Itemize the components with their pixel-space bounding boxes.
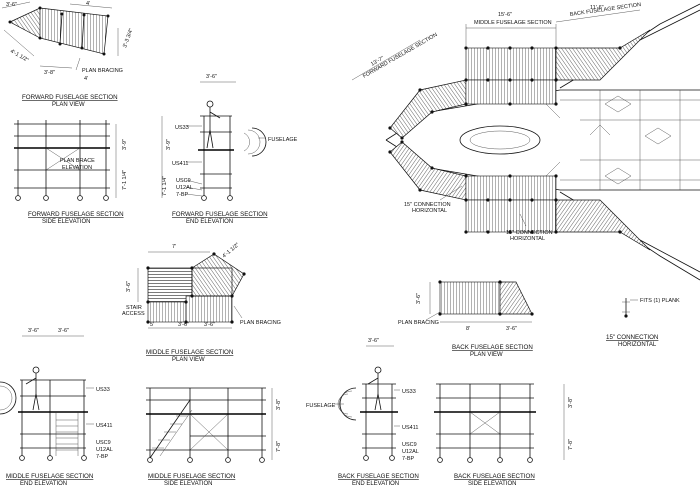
label-usc9-mid: USC9 [96, 440, 111, 446]
label-forward-fuselage-section: FORWARD FUSELAGE SECTION [362, 32, 439, 80]
title-conn: 15" CONNECTION [606, 334, 658, 341]
label-stair-access: ACCESS [122, 311, 145, 317]
subtitle-mid-plan: PLAN VIEW [172, 357, 205, 363]
label-u12al-back: U12AL [402, 449, 419, 455]
dim-back-end-w: 3'-6" [368, 338, 379, 344]
dim-fwd-plan-bottom: 3'-8" [44, 70, 55, 76]
dim-mid-plan-3b: 3'-6" [204, 322, 215, 328]
label-us411-fwd: US411 [172, 161, 188, 167]
subtitle-fwd-plan: PLAN VIEW [52, 102, 85, 108]
label-middle-fuselage-section: MIDDLE FUSELAGE SECTION [474, 20, 552, 26]
title-mid-side: MIDDLE FUSELAGE SECTION [148, 473, 235, 480]
dim-fwd-side-h2: 7'-1 1/4" [122, 170, 128, 190]
middle-side-elevation: 3'-8" 7'-8" MIDDLE FUSELAGE SECTION SIDE… [146, 387, 282, 487]
dim-fwd-plan-top-right: 4' [86, 1, 90, 7]
label-us411-mid: US411 [96, 423, 112, 429]
label-plan-brace: PLAN BRACE [60, 158, 95, 164]
dim-mid-plan-5: 5' [150, 322, 154, 328]
title-back-end: BACK FUSELAGE SECTION [338, 473, 419, 480]
dim-fwd-end-h1: 3'-9" [166, 139, 172, 150]
label-conn-horizontal-b: HORIZONTAL [510, 236, 545, 242]
middle-end-elevation: 3'-6" 3'-6" US33 US411 USC9 U12AL 7-BP M… [0, 328, 113, 487]
dim-fwd-plan-4: 4' [84, 76, 88, 82]
dim-fwd-plan-diag: 4'-1 1/2" [9, 49, 29, 64]
label-plan-bracing-mid: PLAN BRACING [240, 320, 281, 326]
aircraft-plan-view: 15'-6" MIDDLE FUSELAGE SECTION 11'-6" BA… [351, 2, 700, 281]
label-us33-back: US33 [402, 389, 416, 395]
label-stair: STAIR [126, 305, 142, 311]
label-u12al-fwd: U12AL [176, 185, 193, 191]
label-usc9-fwd: USC9 [176, 178, 191, 184]
dim-back-plan-8: 8' [466, 326, 470, 332]
dim-back-side-h2: 7'-8" [568, 439, 574, 450]
subtitle-back-side: SIDE ELEVATION [468, 481, 516, 487]
title-fwd-side: FORWARD FUSELAGE SECTION [28, 211, 124, 218]
label-us33-mid: US33 [96, 387, 110, 393]
title-back-side: BACK FUSELAGE SECTION [454, 473, 535, 480]
label-conn-horizontal-a: HORIZONTAL [412, 208, 447, 214]
dim-fwd-plan-right: 3'-3 3/4" [122, 28, 135, 49]
connection-detail: FITS (1) PLANK 15" CONNECTION HORIZONTAL [606, 298, 680, 348]
dim-back-plan-3: 3'-6" [506, 326, 517, 332]
label-7bp-fwd: 7-BP [176, 192, 189, 198]
subtitle-back-end: END ELEVATION [352, 481, 399, 487]
forward-side-elevation: PLAN BRACE ELEVATION 3'-9" 7'-1 1/4" FOR… [14, 120, 128, 225]
back-side-elevation: 3'-8" 7'-8" BACK FUSELAGE SECTION SIDE E… [434, 383, 574, 487]
label-plan-brace-elevation: ELEVATION [62, 165, 92, 171]
subtitle-fwd-end: END ELEVATION [186, 219, 233, 225]
dim-mid-side-h1: 3'-8" [276, 399, 282, 410]
back-plan-view: 3'-6" 8' 3'-6" PLAN BRACING BACK FUSELAG… [398, 280, 534, 358]
dim-back-side-h1: 3'-8" [568, 397, 574, 408]
dim-mid-plan-diag: 4'-1 1/2" [221, 242, 240, 260]
middle-plan-view: 7' 4'-1 1/2" 3'-6" STAIR ACCESS 5' 3'-6"… [122, 242, 281, 363]
forward-end-elevation: 3'-6" FUSELAGE US33 US411 USC9 U12AL 7-B… [161, 74, 298, 225]
dim-mid-plan-3a: 3'-6" [178, 322, 189, 328]
title-mid-plan: MIDDLE FUSELAGE SECTION [146, 349, 233, 356]
label-fits-plank: FITS (1) PLANK [640, 298, 680, 304]
dim-mid-side-h2: 7'-8" [276, 441, 282, 452]
subtitle-mid-side: SIDE ELEVATION [164, 481, 212, 487]
title-back-plan: BACK FUSELAGE SECTION [452, 344, 533, 351]
dim-fwd-end-h2: 7'-1 1/4" [162, 176, 168, 196]
subtitle-conn: HORIZONTAL [618, 342, 657, 348]
dim-fwd-side-h1: 3'-9" [122, 139, 128, 150]
title-fwd-end: FORWARD FUSELAGE SECTION [172, 211, 268, 218]
dim-fwd-end-width: 3'-6" [206, 74, 217, 80]
label-back-fuselage-section: BACK FUSELAGE SECTION [569, 2, 641, 18]
label-fuselage-back: FUSELAGE [306, 403, 336, 409]
forward-plan-view: 3'-6" 4' 4'-1 1/2" 3'-8" 3'-3 3/4" PLAN … [1, 1, 135, 108]
label-u12al-mid: U12AL [96, 447, 113, 453]
subtitle-fwd-side: SIDE ELEVATION [42, 219, 90, 225]
label-usc9-back: USC9 [402, 442, 417, 448]
title-mid-end: MIDDLE FUSELAGE SECTION [6, 473, 93, 480]
label-7bp-back: 7-BP [402, 456, 415, 462]
label-7bp-mid: 7-BP [96, 454, 109, 460]
dim-back-plan-h: 3'-6" [416, 293, 422, 304]
dim-mid-length: 15'-6" [498, 12, 512, 18]
dim-mid-plan-h: 3'-6" [126, 281, 132, 292]
label-conn-15-a: 15" CONNECTION [404, 202, 451, 208]
label-us411-back: US411 [402, 425, 418, 431]
subtitle-back-plan: PLAN VIEW [470, 352, 503, 358]
label-us33-fwd: US33 [175, 125, 189, 131]
label-plan-bracing-fwd: PLAN BRACING [82, 68, 123, 74]
dim-mid-plan-7: 7' [172, 244, 176, 250]
label-conn-15-b: 15" CONNECTION [506, 230, 553, 236]
back-end-elevation: 3'-6" FUSELAGE US33 US411 USC9 U12AL 7-B… [306, 338, 419, 487]
label-plan-bracing-back: PLAN BRACING [398, 320, 439, 326]
subtitle-mid-end: END ELEVATION [20, 481, 67, 487]
dim-mid-end-w2: 3'-6" [58, 328, 69, 334]
dim-fwd-plan-top: 3'-6" [6, 2, 17, 8]
dim-mid-end-w1: 3'-6" [28, 328, 39, 334]
title-fwd-plan: FORWARD FUSELAGE SECTION [22, 94, 118, 101]
dim-back-length: 11'-6" [590, 5, 604, 11]
label-fuselage-fwd: FUSELAGE [268, 137, 298, 143]
